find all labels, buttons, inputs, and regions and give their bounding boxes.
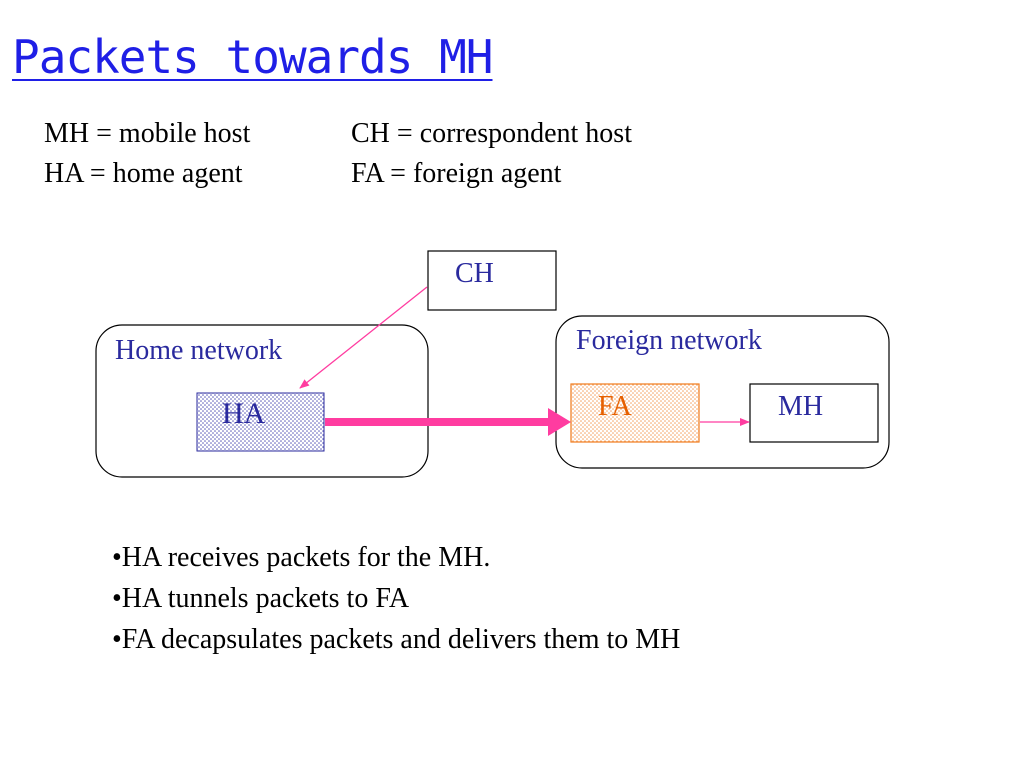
ch-label: CH bbox=[455, 258, 494, 289]
definition-fa: FA = foreign agent bbox=[351, 158, 562, 189]
foreign-network-label: Foreign network bbox=[576, 325, 762, 356]
mh-label: MH bbox=[778, 391, 824, 422]
bullet-item: •FA decapsulates packets and delivers th… bbox=[112, 624, 681, 655]
ch-box bbox=[427, 250, 557, 311]
fa-box bbox=[570, 383, 700, 443]
ha-label: HA bbox=[222, 397, 266, 430]
definitions-left: MH = mobile host HA = home agent bbox=[44, 114, 250, 194]
fa-label: FA bbox=[598, 391, 632, 422]
home-network-label: Home network bbox=[115, 335, 283, 366]
bullet-list: •HA receives packets for the MH. •HA tun… bbox=[112, 537, 680, 660]
definitions-right: CH = correspondent host FA = foreign age… bbox=[351, 114, 632, 194]
definition-ch: CH = correspondent host bbox=[351, 118, 632, 149]
tunnel-arrow-head bbox=[548, 408, 571, 436]
slide-title: Packets towards MH bbox=[12, 30, 493, 84]
mh-box bbox=[749, 383, 879, 443]
ha-box bbox=[196, 392, 325, 452]
definition-ha: HA = home agent bbox=[44, 158, 243, 189]
bullet-item: •HA tunnels packets to FA bbox=[112, 583, 410, 614]
definition-mh: MH = mobile host bbox=[44, 118, 251, 149]
foreign-network-box bbox=[555, 315, 890, 469]
bullet-item: •HA receives packets for the MH. bbox=[112, 542, 491, 573]
home-network-box bbox=[95, 324, 429, 478]
ch-to-ha-arrow bbox=[299, 286, 428, 389]
